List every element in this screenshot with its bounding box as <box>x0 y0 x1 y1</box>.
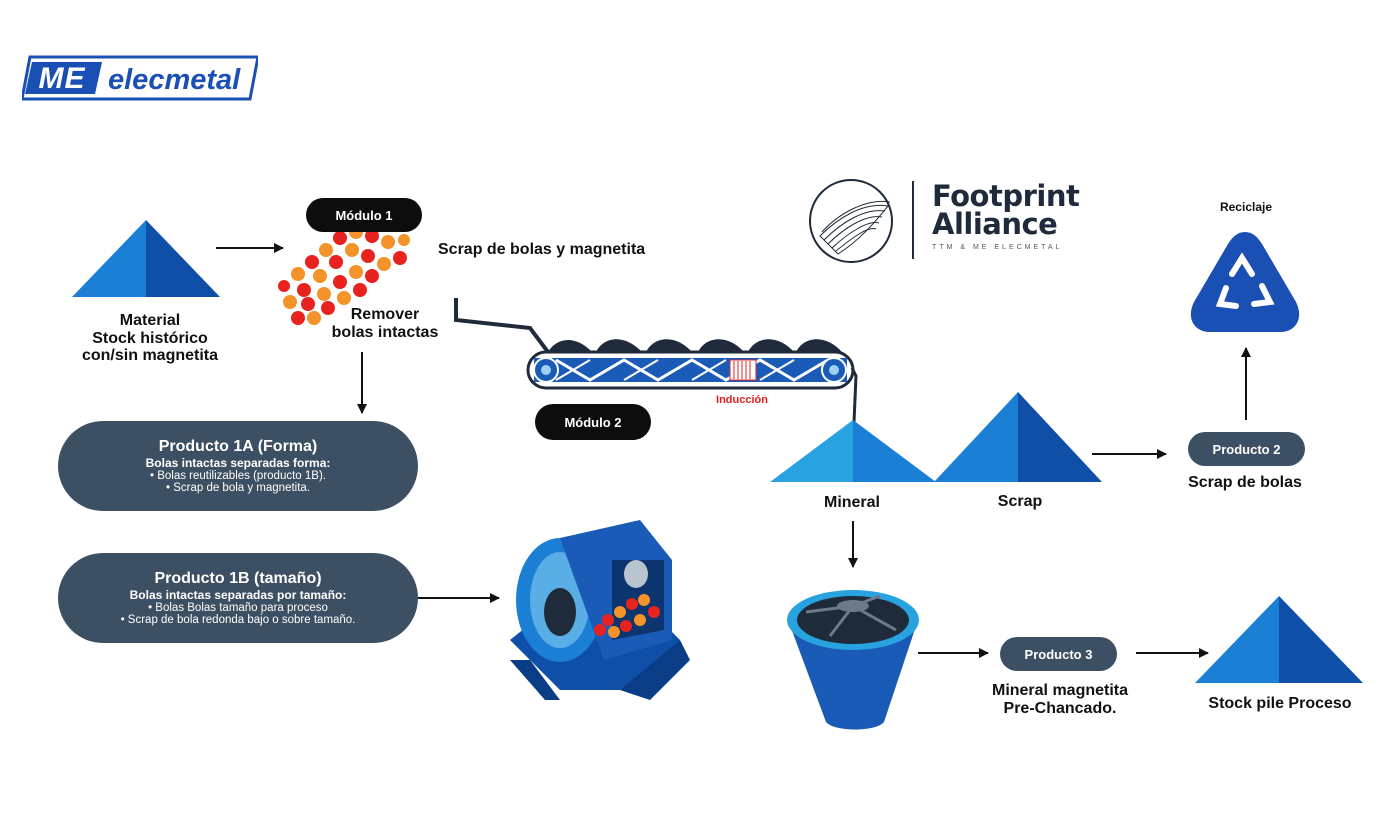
product-1a-line-1: • Bolas reutilizables (producto 1B). <box>150 470 326 482</box>
product-1b-card: Producto 1B (tamaño) Bolas intactas sepa… <box>58 553 418 643</box>
scrap-bolas-label: Scrap de bolas <box>1188 474 1302 491</box>
stock-pile <box>1195 596 1363 683</box>
induccion-label: Inducción <box>716 394 768 406</box>
material-line-3: con/sin magnetita <box>81 347 219 365</box>
footprint-alliance-emblem <box>808 178 894 264</box>
mineral-magnetita-line-2: Pre-Chancado. <box>1003 699 1117 717</box>
remover-label: Remover bolas intactas <box>310 306 460 341</box>
product-1b-title: Producto 1B (tamaño) <box>154 570 322 587</box>
product-1a-card: Producto 1A (Forma) Bolas intactas separ… <box>58 421 418 511</box>
partner-name-line1: Footprint <box>932 179 1080 213</box>
product-1a-subtitle: Bolas intactas separadas forma: <box>145 456 331 470</box>
mineral-label: Mineral <box>823 494 880 511</box>
product-3-badge: Producto 3 <box>1000 637 1117 671</box>
mineral-magnetita-label: Mineral magnetita Pre-Chancado. <box>960 682 1160 717</box>
product-2-badge: Producto 2 <box>1188 432 1305 466</box>
ball-mill <box>510 520 690 700</box>
recycle-badge <box>1190 232 1300 332</box>
scrap-label: Scrap <box>997 493 1043 510</box>
stock-pile-label: Stock pile Proceso <box>1208 695 1352 712</box>
reciclaje-label: Reciclaje <box>1219 200 1273 214</box>
material-line-2: Stock histórico <box>92 329 208 347</box>
scrap-pile <box>934 392 1102 482</box>
remover-line-2: bolas intactas <box>331 323 439 341</box>
logo-mark: ME <box>39 62 86 95</box>
material-pile <box>72 220 220 297</box>
mineral-magnetita-line-1: Mineral magnetita <box>991 682 1129 699</box>
partner-name-line2: Alliance <box>932 207 1058 241</box>
module-2-badge: Módulo 2 <box>535 404 651 440</box>
elecmetal-logo: ME elecmetal <box>20 55 260 101</box>
remover-line-1: Remover <box>350 306 420 323</box>
crusher-cone <box>787 590 919 730</box>
material-line-1: Material <box>119 312 181 329</box>
chute-line <box>454 298 550 354</box>
partner-name: Footprint Alliance <box>932 179 1080 241</box>
conveyor <box>526 339 858 423</box>
product-1b-line-2: • Scrap de bola redonda bajo o sobre tam… <box>120 614 356 626</box>
product-1b-line-1: • Bolas Bolas tamaño para proceso <box>148 602 328 614</box>
material-label: Material Stock histórico con/sin magneti… <box>60 312 240 365</box>
logo-divider <box>912 181 914 259</box>
mineral-pile <box>770 420 936 482</box>
product-1b-subtitle: Bolas intactas separadas por tamaño: <box>129 588 347 602</box>
balls-cluster <box>278 214 410 325</box>
partner-tagline: TTM & ME ELECMETAL <box>932 244 1063 251</box>
product-1a-title: Producto 1A (Forma) <box>158 438 318 455</box>
logo-text: elecmetal <box>108 64 241 96</box>
recycle-icon <box>1215 252 1275 309</box>
module-1-badge: Módulo 1 <box>306 198 422 232</box>
product-1a-line-2: • Scrap de bola y magnetita. <box>165 482 311 494</box>
scrap-magnetita-label: Scrap de bolas y magnetita <box>438 241 646 258</box>
